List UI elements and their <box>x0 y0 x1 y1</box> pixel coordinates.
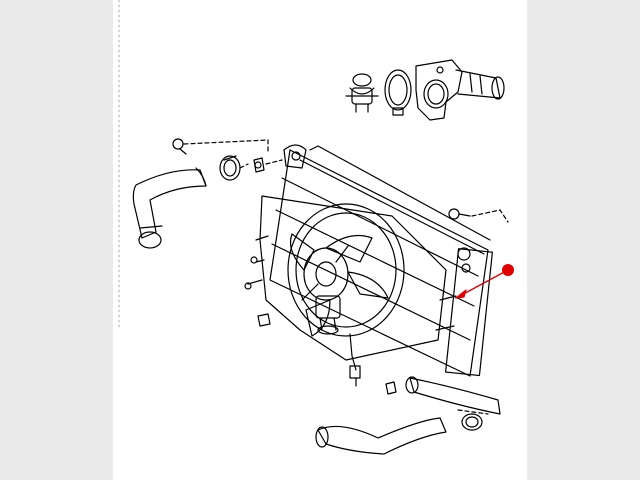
leader-line-lower <box>457 409 489 415</box>
leader-line <box>183 139 269 153</box>
right-margin <box>527 0 640 480</box>
thermostat-seal-icon <box>384 69 412 116</box>
thermostat-icon <box>345 73 379 113</box>
hose-clamp-icon <box>219 155 241 181</box>
retainer-clip-icon-2 <box>385 381 397 395</box>
radiator-icon <box>269 145 493 377</box>
fan-shroud-icon <box>244 195 447 361</box>
left-margin <box>0 0 113 480</box>
bolt-right-icon <box>448 208 471 220</box>
upper-radiator-hose-icon <box>132 167 207 249</box>
thermostat-housing-icon <box>415 59 505 121</box>
wiring-connector-icon <box>349 333 361 387</box>
callout-marker[interactable] <box>502 264 514 276</box>
cooling-fan-icon <box>289 233 389 337</box>
fan-motor-icon <box>315 295 341 335</box>
radiator-mount-bracket-icon <box>283 144 307 169</box>
retainer-clip-icon <box>257 313 271 327</box>
small-clip-icon <box>253 157 265 173</box>
callout-arrowhead <box>455 289 467 299</box>
leader-line-right <box>471 209 509 223</box>
lower-hose-clamp-icon <box>461 413 483 431</box>
lower-radiator-hose-icon <box>315 376 501 455</box>
leader-line-clamp <box>239 159 283 169</box>
bolt-icon <box>172 138 187 155</box>
diagram-canvas <box>113 0 527 480</box>
